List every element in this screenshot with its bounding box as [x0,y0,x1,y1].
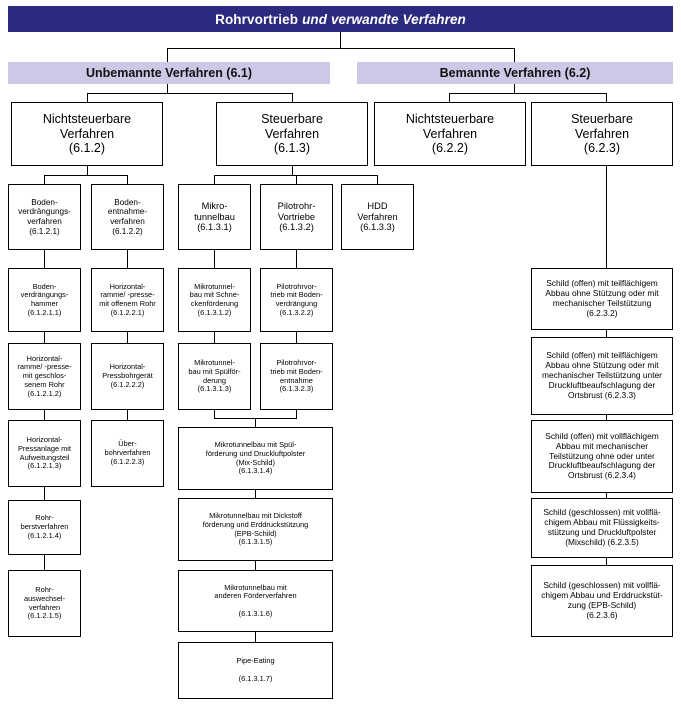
node-6232[interactable]: Schild (offen) mit teilflächigem Abbau o… [531,268,673,330]
node-6236[interactable]: Schild (geschlossen) mit vollflä- chigem… [531,565,673,637]
node-61314[interactable]: Mikrotunnelbau mit Spül- förderung und D… [178,427,333,490]
connector-612-stem [87,166,88,175]
connector-a0 [44,250,45,268]
connector-612-bus [44,175,128,176]
connector-merge-c [214,410,215,418]
connector-w3 [255,632,256,642]
connector-root-to-61 [167,48,168,62]
connector-61-to-613 [292,93,293,102]
connector-c1 [214,332,215,343]
node-61317[interactable]: Pipe-Eating (6.1.3.1.7) [178,642,333,699]
node-623[interactable]: Steuerbare Verfahren (6.2.3) [531,102,673,166]
node-6133[interactable]: HDD Verfahren (6.1.3.3) [341,184,414,250]
node-61223[interactable]: Über- bohrverfahren (6.1.2.2.3) [91,420,164,487]
connector-root-bus [167,48,514,49]
connector-w2 [255,561,256,570]
connector-a3 [44,487,45,500]
connector-613-to-6131 [214,175,215,184]
node-61211[interactable]: Boden- verdrängungs- hammer (6.1.2.1.1) [8,268,81,332]
node-6131[interactable]: Mikro- tunnelbau (6.1.3.1) [178,184,251,250]
connector-d0 [296,250,297,268]
connector-d1 [296,332,297,343]
connector-61-bus [87,93,293,94]
node-61322[interactable]: Pilotrohrvor- trieb mit Boden- verdrängu… [260,268,333,332]
connector-b1 [127,332,128,343]
connector-613-to-6133 [377,175,378,184]
connector-root-stem [340,32,341,48]
node-6122[interactable]: Boden- entnahme- verfahren (6.1.2.2) [91,184,164,250]
connector-w1 [255,490,256,498]
connector-a4 [44,555,45,570]
connector-merge-stem [255,418,256,427]
connector-612-to-6122 [127,175,128,184]
connector-613-stem [292,166,293,175]
node-61315[interactable]: Mikrotunnelbau mit Dickstoff förderung u… [178,498,333,561]
node-61323[interactable]: Pilotrohrvor- trieb mit Boden- entnahme … [260,343,333,410]
connector-s2 [606,415,607,420]
connector-62-stem [514,84,515,93]
branch-banner-62: Bemannte Verfahren (6.2) [357,62,673,84]
node-6233[interactable]: Schild (offen) mit teilflächigem Abbau o… [531,337,673,415]
connector-61-to-612 [87,93,88,102]
branch-banner-61: Unbemannte Verfahren (6.1) [8,62,330,84]
connector-612-to-6121 [44,175,45,184]
connector-62-to-623 [606,93,607,102]
connector-s1 [606,330,607,337]
node-61213[interactable]: Horizontal- Pressanlage mit Aufweitungst… [8,420,81,487]
node-6235[interactable]: Schild (geschlossen) mit vollflä- chigem… [531,498,673,558]
node-61316[interactable]: Mikrotunnelbau mit anderen Förderverfahr… [178,570,333,632]
connector-623-stem [606,166,607,268]
node-61221[interactable]: Horizontal- ramme/ -presse- mit offenem … [91,268,164,332]
connector-s3 [606,493,607,498]
connector-62-to-622 [449,93,450,102]
node-61222[interactable]: Horizontal- Pressbohrgerät (6.1.2.2.2) [91,343,164,410]
root-title-italic: und verwandte Verfahren [302,11,466,27]
root-title-plain: Rohrvortrieb [215,11,299,27]
node-61312[interactable]: Mikrotunnel- bau mit Schne- ckenförderun… [178,268,251,332]
node-61214[interactable]: Rohr- berstverfahren (6.1.2.1.4) [8,500,81,555]
node-622[interactable]: Nichtsteuerbare Verfahren (6.2.2) [374,102,526,166]
connector-a2 [44,410,45,420]
node-6132[interactable]: Pilotrohr- Vortriebe (6.1.3.2) [260,184,333,250]
connector-c0 [214,250,215,268]
connector-61-stem [167,84,168,93]
connector-b2 [127,410,128,420]
connector-a1 [44,332,45,343]
node-61212[interactable]: Horizontal- ramme/ -presse- mit geschlos… [8,343,81,410]
node-613[interactable]: Steuerbare Verfahren (6.1.3) [216,102,368,166]
connector-613-to-6132 [296,175,297,184]
node-6234[interactable]: Schild (offen) mit vollflächigem Abbau m… [531,420,673,493]
connector-b0 [127,250,128,268]
connector-root-to-62 [514,48,515,62]
connector-s4 [606,558,607,565]
root-banner: Rohrvortrieb und verwandte Verfahren [8,6,673,32]
connector-merge-d [296,410,297,418]
node-61313[interactable]: Mikrotunnel- bau mit Spülför- derung (6.… [178,343,251,410]
node-61215[interactable]: Rohr- auswechsel- verfahren (6.1.2.1.5) [8,570,81,637]
connector-62-bus [449,93,606,94]
node-612[interactable]: Nichtsteuerbare Verfahren (6.1.2) [11,102,163,166]
node-6121[interactable]: Boden- verdrängungs- verfahren (6.1.2.1) [8,184,81,250]
